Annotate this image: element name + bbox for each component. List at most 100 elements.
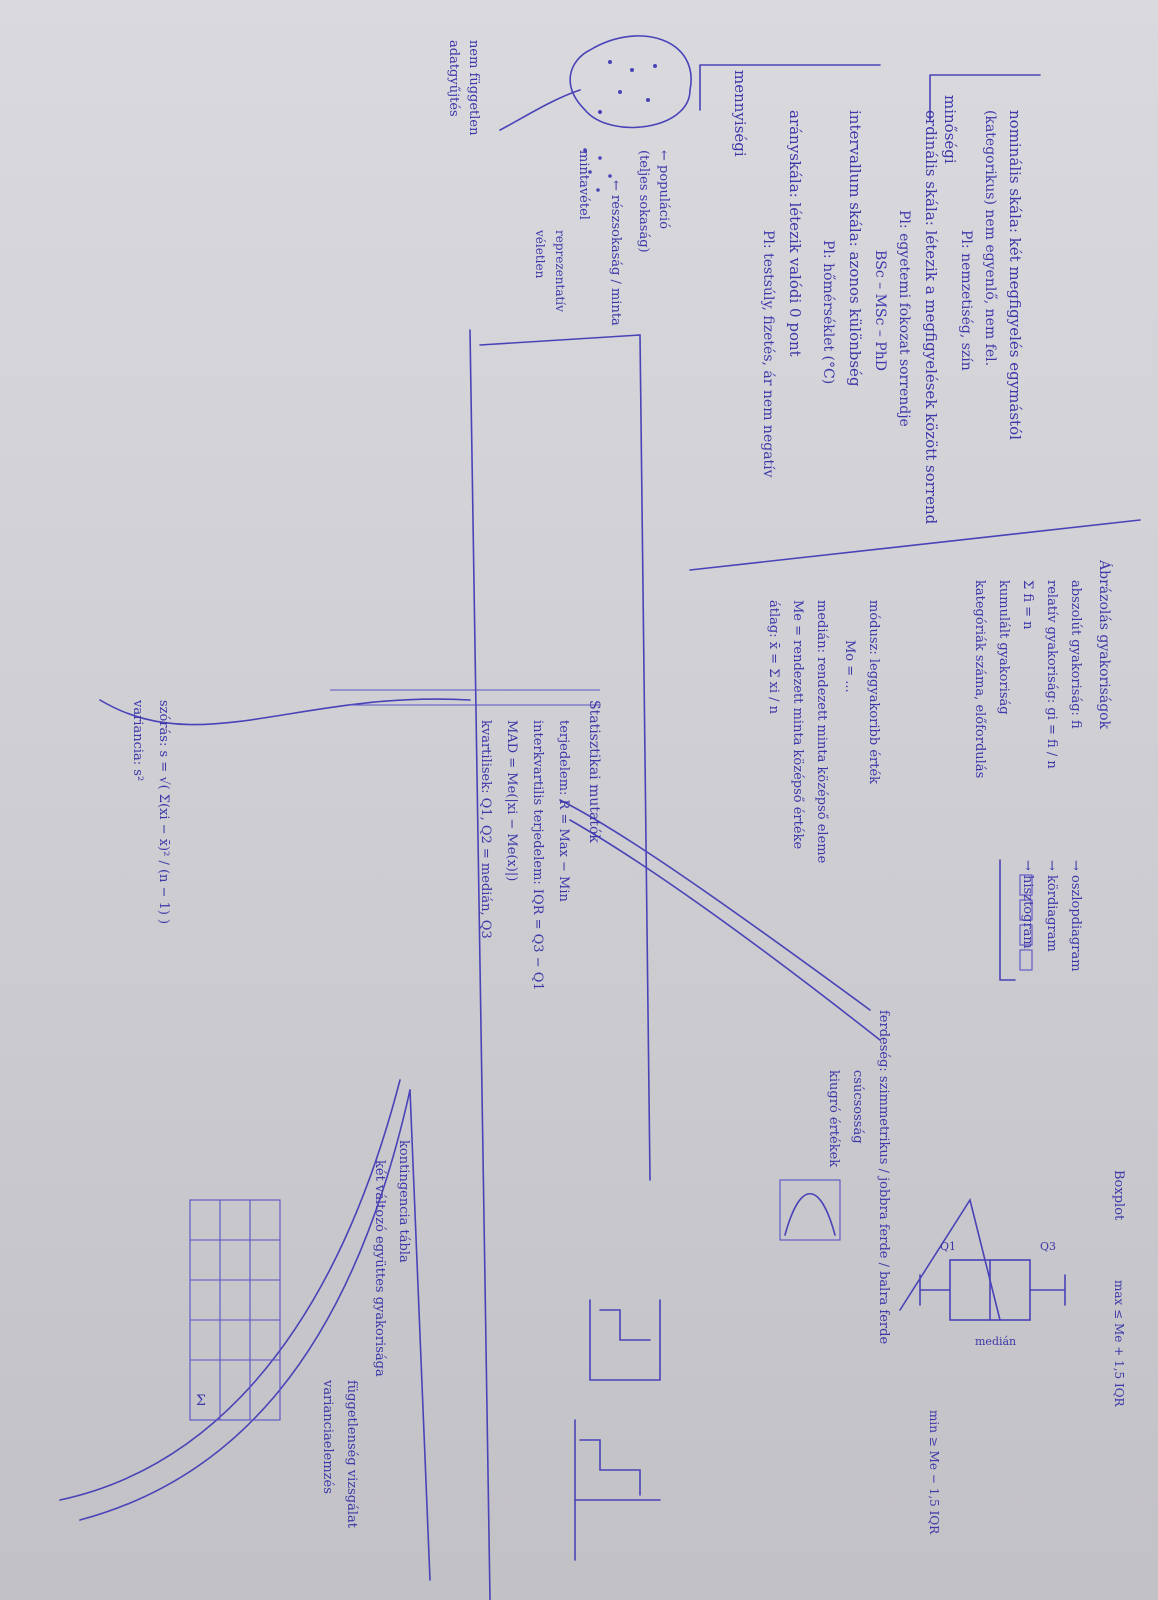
sample-dot [588, 170, 592, 174]
center-line: átlag: x̄ = Σ xi / n [766, 600, 781, 715]
histogram-sketch [589, 1299, 661, 1381]
boxplot-q1-label: Q1 [940, 1240, 956, 1253]
bar [1019, 949, 1033, 971]
bottom-line: varianciaelemzés [320, 1379, 335, 1494]
boxplot-q3-label: Q3 [1040, 1240, 1056, 1253]
boxplot-whisker [1029, 1274, 1066, 1306]
spread-line: variancia: s² [130, 699, 145, 781]
center-line: Mo = ... [842, 640, 857, 693]
sampling-side-block: nem független adatgyűjtés [446, 40, 481, 136]
divider-line [409, 1089, 431, 1581]
shape-line: ferdeség: szimmetrikus / jobbra ferde / … [876, 1010, 891, 1344]
histogram-sketch [574, 1419, 661, 1501]
bracket [699, 64, 881, 111]
bottom-line: függetlenség vizsgálat [344, 1380, 359, 1529]
qualitative-line: Pl: nemzetiség, szín [958, 230, 974, 371]
frequency-line: → hisztogram [1020, 860, 1035, 949]
minosegi-block: minőségi [941, 95, 959, 164]
sample-dot [598, 156, 602, 160]
divider-line [469, 329, 491, 1600]
boxplot-min-block: min ≥ Me − 1,5 IQR [927, 1410, 941, 1535]
sampling-line: ← populáció [656, 150, 671, 229]
frequency-line: kumulált gyakoriság [996, 580, 1011, 715]
sampling-line: (teljes sokaság) [636, 150, 651, 253]
shape-block: ferdeség: szimmetrikus / jobbra ferde / … [826, 1010, 891, 1344]
frequency-line: kategóriák száma, előfordulás [972, 580, 987, 778]
boxplot-median-label: medián [975, 1335, 1016, 1348]
center-line: Me = rendezett minta középső értéke [790, 600, 805, 849]
center-block: módusz: leggyakoribb érték Mo = ... medi… [766, 600, 881, 864]
sample-dot [608, 60, 612, 64]
heading-minosegi: minőségi [941, 95, 959, 164]
sample-dot [646, 98, 650, 102]
frequency-line: Σ fi = n [1020, 580, 1035, 630]
sample-dot [653, 64, 657, 68]
shape-line: kiugró értékek [826, 1070, 841, 1167]
sampling-line: ← részsokaság / minta [608, 180, 623, 326]
heading-abrazolas: Ábrázolás gyakoriságok [1096, 559, 1114, 730]
divider-line [59, 1079, 401, 1501]
quantitative-line: Pl: hőmérséklet (°C) [820, 240, 836, 384]
density-curve [784, 1192, 836, 1236]
quantitative-line: arányskála: létezik valódi 0 pont [786, 110, 804, 357]
spread-line: MAD = Me(|xi − Me(x)|) [504, 720, 519, 881]
sampling-line: reprezentatív [553, 230, 567, 312]
divider-line [79, 1089, 411, 1521]
spread-block: Statisztikai mutatók terjedelem: R = Max… [478, 700, 602, 991]
bottom-line: két változó együttes gyakorisága [372, 1160, 387, 1377]
boxplot-whisker [919, 1274, 951, 1306]
spread-line: terjedelem: R = Max − Min [556, 720, 571, 903]
population-blob [569, 35, 692, 129]
spread-line: interkvartilis terjedelem: IQR = Q3 − Q1 [530, 720, 545, 991]
divider-line [479, 334, 651, 1181]
frequency-line: relatív gyakoriság: gi = fi / n [1044, 580, 1059, 769]
divider-line [569, 819, 881, 1041]
spread-bottom-block: szórás: s = √( Σ(xi − x̄)² / (n − 1) ) v… [130, 699, 171, 924]
table-sum-symbol: Σ [196, 1393, 206, 1409]
center-line: medián: rendezett minta középső eleme [814, 600, 829, 864]
arrow-line [499, 89, 581, 131]
quantitative-block: intervallum skála: azonos különbség Pl: … [760, 110, 864, 478]
bottom-block: kontingencia tábla két változó együttes … [320, 1140, 411, 1529]
sample-dot [630, 68, 634, 72]
qualitative-line: BSc – MSc – PhD [872, 250, 888, 371]
quantitative-line: intervallum skála: azonos különbség [846, 110, 864, 387]
divider-line [689, 519, 1141, 571]
qualitative-line: ordinális skála: létezik a megfigyelések… [922, 110, 940, 525]
spread-line: szórás: s = √( Σ(xi − x̄)² / (n − 1) ) [156, 700, 171, 924]
boxplot-label-block: Boxplot max ≤ Me + 1,5 IQR [1111, 1170, 1126, 1408]
boxplot-line: max ≤ Me + 1,5 IQR [1112, 1280, 1126, 1408]
qualitative-block: nominális skála: két megfigyelés egymást… [872, 110, 1024, 525]
heading-leiro: Statisztikai mutatók [586, 700, 602, 843]
frequency-line: abszolút gyakoriság: fi [1068, 580, 1083, 729]
divider-line [559, 799, 871, 1011]
qualitative-line: (kategorikus) nem egyenlő, nem fel. [982, 110, 998, 366]
density-box [779, 1179, 841, 1241]
sampling-line: adatgyűjtés [446, 40, 461, 117]
frequency-line: → kördiagram [1044, 860, 1059, 952]
sampling-block: ← populáció (teljes sokaság) ← részsokas… [533, 150, 671, 326]
qualitative-line: nominális skála: két megfigyelés egymást… [1006, 110, 1024, 440]
sample-dot [583, 148, 587, 152]
sample-dot [608, 174, 612, 178]
heading-mennyisegi: mennyiségi [731, 70, 749, 157]
mennyisegi-heading-block: mennyiségi [731, 70, 749, 157]
bottom-line: kontingencia tábla [396, 1140, 411, 1263]
bar [1019, 874, 1033, 896]
sampling-line: véletlen [533, 229, 547, 279]
sample-dot [598, 110, 602, 114]
shape-line: csúcsosság [850, 1070, 865, 1144]
qualitative-line: Pl: egyetemi fokozat sorrendje [896, 210, 912, 427]
bar [1019, 924, 1033, 946]
frequency-block: Ábrázolás gyakoriságok abszolút gyakoris… [972, 559, 1114, 972]
frequency-line: → oszlopdiagram [1068, 860, 1083, 972]
quantitative-line: Pl: testsúly, fizetés, ár nem negatív [760, 230, 776, 478]
sample-dot [596, 188, 600, 192]
bar [1019, 899, 1033, 921]
sampling-line: mintavétel [576, 150, 591, 220]
heading-boxplot: Boxplot [1111, 1170, 1126, 1221]
sample-dot [618, 90, 622, 94]
divider-line [99, 698, 471, 726]
